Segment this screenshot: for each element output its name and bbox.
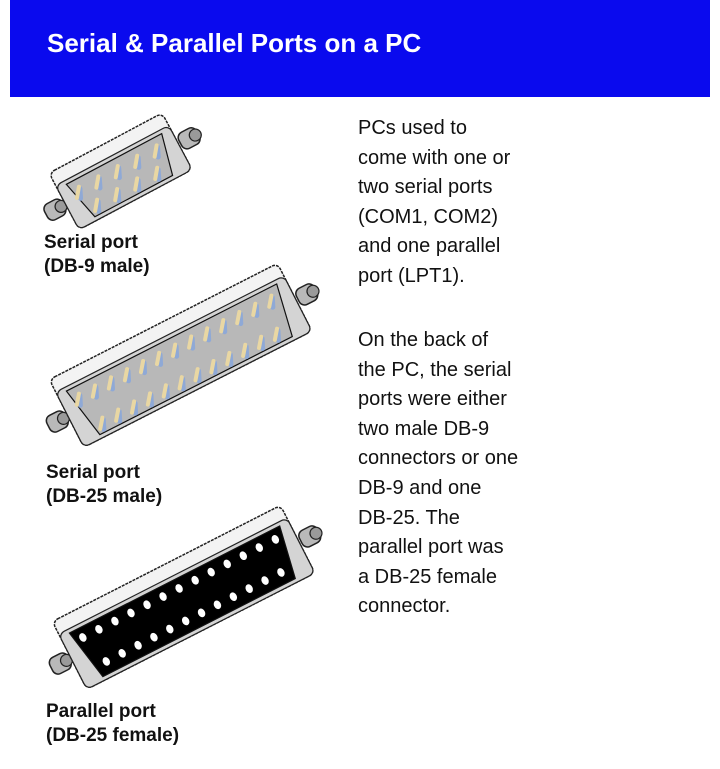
pin — [74, 184, 81, 200]
text-line: two serial ports — [358, 176, 493, 199]
pin — [94, 174, 101, 190]
pin — [106, 375, 114, 391]
pin-socket — [150, 632, 158, 642]
text-line: ports were either — [358, 388, 507, 411]
pin-socket — [134, 640, 142, 650]
pin — [98, 415, 105, 431]
pin — [272, 326, 280, 342]
screw-head-icon — [188, 128, 202, 142]
connector-female — [48, 506, 323, 688]
page-title: Serial & Parallel Ports on a PC — [47, 28, 422, 58]
pin-socket — [255, 543, 264, 552]
text-line: come with one or — [358, 146, 511, 169]
pin-socket — [127, 608, 135, 618]
text-line: On the back of — [358, 329, 489, 351]
title-bar: Serial & Parallel Ports on a PC — [10, 0, 710, 97]
pin-socket — [261, 576, 269, 585]
caption-line: Serial port — [46, 462, 140, 483]
pin — [153, 165, 160, 181]
text-line: a DB-25 female — [358, 565, 497, 588]
pin-socket — [175, 584, 183, 593]
pin — [225, 350, 232, 367]
pin-socket — [271, 535, 280, 544]
text-line: PCs used to — [358, 117, 467, 139]
pin — [193, 367, 200, 383]
pin-socket — [239, 551, 247, 561]
pin-socket — [229, 592, 238, 602]
connector-male — [43, 114, 202, 229]
pin-socket — [79, 633, 87, 642]
pin — [114, 407, 121, 423]
pin-socket — [181, 616, 190, 626]
caption-line: (DB-25 female) — [46, 725, 180, 746]
pin — [267, 293, 274, 309]
pin — [145, 391, 153, 407]
paragraph-2: On the back of the PC, the serial ports … — [358, 326, 598, 622]
pin — [113, 164, 120, 180]
pin-socket — [143, 600, 151, 610]
pin — [122, 367, 130, 383]
connector-male — [45, 264, 320, 446]
connector-illustrations — [43, 114, 323, 688]
connector-face — [68, 525, 297, 678]
caption-line: Serial port — [44, 232, 138, 253]
pin — [74, 391, 81, 407]
pin — [152, 143, 159, 159]
text-line: and one parallel — [358, 235, 501, 258]
pin-socket — [207, 567, 215, 577]
pin — [187, 334, 194, 350]
caption-db9: Serial port (DB-9 male) — [44, 231, 150, 279]
caption-line: Parallel port — [46, 701, 156, 722]
pin-socket — [102, 657, 111, 666]
pin-socket — [197, 608, 206, 618]
text-line: two male DB-9 — [358, 417, 490, 440]
pin — [251, 301, 258, 317]
pin — [177, 375, 184, 391]
screw-head-icon — [309, 526, 323, 540]
text-line: parallel port was — [358, 536, 504, 559]
pin — [93, 197, 100, 213]
pin — [138, 358, 146, 375]
pin — [133, 153, 140, 169]
caption-db25-female: Parallel port (DB-25 female) — [46, 700, 179, 748]
pin-socket — [95, 624, 103, 634]
pin-socket — [191, 575, 199, 585]
pin-socket — [223, 559, 231, 569]
pin — [113, 187, 120, 203]
text-line: connector. — [358, 595, 451, 618]
pin — [241, 342, 248, 359]
pin — [257, 334, 264, 350]
text-line: port (LPT1). — [358, 264, 465, 287]
pin — [171, 342, 178, 358]
text-line: (COM1, COM2) — [358, 205, 498, 228]
pin — [161, 383, 168, 399]
pin — [133, 176, 140, 192]
pin-socket — [111, 616, 119, 626]
pin-socket — [277, 568, 285, 577]
paragraph-1: PCs used to come with one or two serial … — [358, 114, 598, 292]
pin-socket — [245, 584, 253, 593]
pin-socket — [159, 592, 167, 601]
caption-line: (DB-9 male) — [44, 256, 150, 277]
text-line: connectors or one — [358, 447, 519, 470]
pin — [130, 399, 137, 415]
pin — [219, 318, 226, 334]
screw-head-icon — [306, 284, 320, 298]
pin — [155, 350, 162, 367]
text-line: DB-9 and one — [358, 476, 482, 499]
pin — [235, 309, 242, 326]
pin — [90, 383, 97, 399]
pin — [203, 326, 210, 342]
pin-socket — [118, 649, 126, 658]
caption-line: (DB-25 male) — [46, 486, 163, 507]
text-line: DB-25. The — [358, 506, 460, 529]
pin-socket — [166, 624, 174, 634]
pin — [209, 359, 216, 375]
text-line: the PC, the serial — [358, 358, 512, 381]
caption-db25-male: Serial port (DB-25 male) — [46, 461, 162, 509]
pin-socket — [213, 600, 222, 610]
